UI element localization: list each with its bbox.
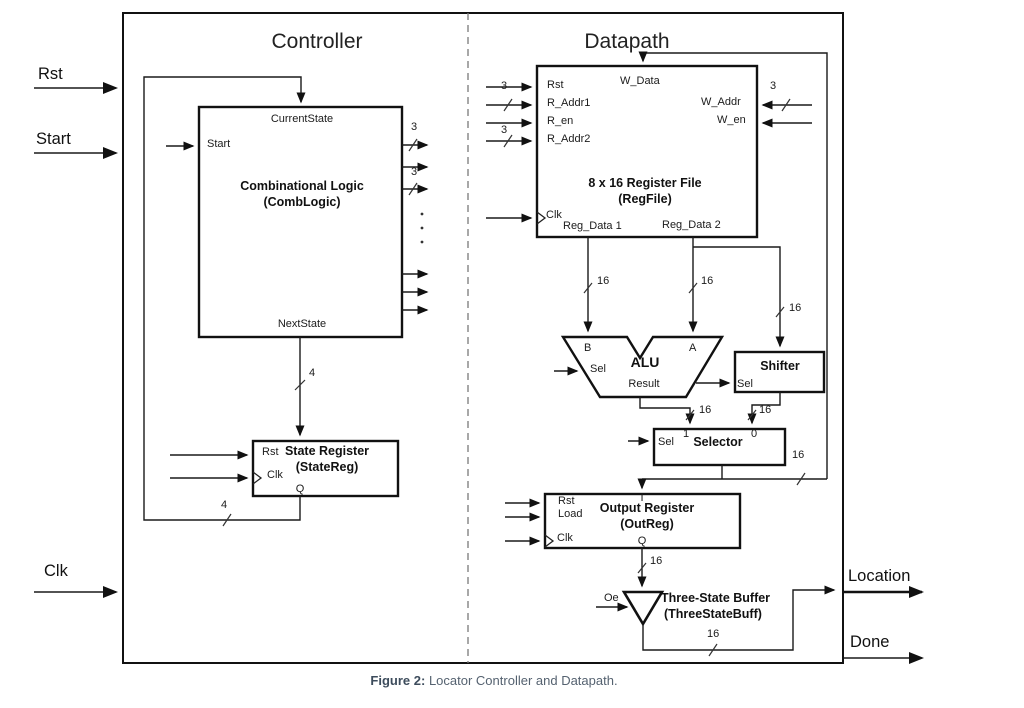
controller-title: Controller [271,30,363,53]
regfile-port-wen: W_en [717,114,746,126]
regfile-port-ren: R_en [547,115,574,127]
statereg-title: State Register [284,444,370,458]
comblogic-port-currentstate: CurrentState [270,113,334,125]
alu-port-a: A [689,342,697,354]
alu-port-b: B [584,342,592,354]
comblogic-title: Combinational Logic [240,179,364,193]
bus-width-waddr: 3 [770,80,777,92]
statereg-port-q: Q [295,483,305,495]
comblogic-subtitle: (CombLogic) [263,195,341,209]
comblogic-port-nextstate: NextState [277,318,327,330]
bus-width-shifter-out: 16 [759,404,772,416]
regfile-title: 8 x 16 Register File [588,176,702,190]
bus-width-regdata2: 16 [701,275,714,287]
outreg-subtitle: (OutReg) [620,517,674,531]
alu-port-sel: Sel [590,363,606,375]
regfile-port-regdata2: Reg_Data 2 [662,219,721,231]
bus-width-shifter-in: 16 [789,302,802,314]
bus-width-nextstate: 4 [309,367,316,379]
shifter-title: Shifter [760,359,800,373]
statereg-subtitle: (StateReg) [295,460,359,474]
main-frame [122,12,844,664]
outreg-port-load: Load [558,508,583,520]
bus-width-alu-result: 16 [699,404,712,416]
outreg-port-i: I [640,492,644,504]
datapath-wires [486,51,836,651]
selector-port-0: 0 [751,428,758,440]
bus-width-selector-out: 16 [792,449,805,461]
regfile-port-clk: Clk [546,209,562,221]
regfile-port-raddr1: R_Addr1 [547,97,591,109]
comblogic-port-start: Start [207,138,231,150]
alu-title: ALU [630,354,660,370]
regfile-box [535,64,759,239]
bus-width-outreg-out: 16 [650,555,663,567]
bus-width-state-feedback: 4 [221,499,228,511]
regfile-port-rst: Rst [547,79,564,91]
external-input-rst: Rst [38,65,63,83]
outreg-title: Output Register [599,501,695,515]
selector-title: Selector [693,435,743,449]
tsb-title: Three-State Buffer [661,591,771,605]
external-output-done: Done [850,633,890,651]
figure-caption: Figure 2: Locator Controller and Datapat… [370,673,617,688]
selector-box [652,427,787,467]
clock-chevrons [252,211,555,548]
bus-width-ctrl-out1: 3 [411,121,418,133]
external-output-location: Location [848,567,911,585]
external-input-start: Start [36,130,71,148]
statereg-box [251,439,400,498]
tsb-subtitle: (ThreeStateBuff) [664,607,762,621]
regfile-subtitle: (RegFile) [618,192,672,206]
external-input-clk: Clk [44,562,68,580]
regfile-port-wdata: W_Data [620,75,660,87]
tsb-port-oe: Oe [604,592,619,604]
outreg-port-clk: Clk [557,532,573,544]
controller-wires [143,76,429,521]
three-state-buffer-shape [621,590,665,627]
bus-width-raddr2: 3 [501,124,508,136]
selector-port-1: 1 [683,428,690,440]
figure-caption-prefix: Figure 2: [370,673,426,688]
bus-width-ctrl-out2: 3 [411,166,418,178]
shifter-port-sel: Sel [737,378,753,390]
figure-caption-text: Locator Controller and Datapath. [425,673,618,688]
regfile-port-raddr2: R_Addr2 [547,133,591,145]
regfile-port-regdata1: Reg_Data 1 [563,220,622,232]
ellipsis-dots [420,212,424,244]
bus-width-regdata1: 16 [597,275,610,287]
outreg-port-q: Q [637,535,647,547]
outreg-port-rst: Rst [558,495,575,507]
selector-port-sel: Sel [658,436,674,448]
bus-width-tsb-out: 16 [707,628,720,640]
bus-slashes [222,98,806,657]
alu-port-result: Result [628,378,660,390]
bus-width-raddr1: 3 [501,80,508,92]
external-wires [34,82,924,664]
alu-shape [560,335,725,399]
datapath-title: Datapath [584,30,670,53]
statereg-port-clk: Clk [267,469,283,481]
statereg-port-rst: Rst [262,446,279,458]
regfile-port-waddr: W_Addr [701,96,741,108]
